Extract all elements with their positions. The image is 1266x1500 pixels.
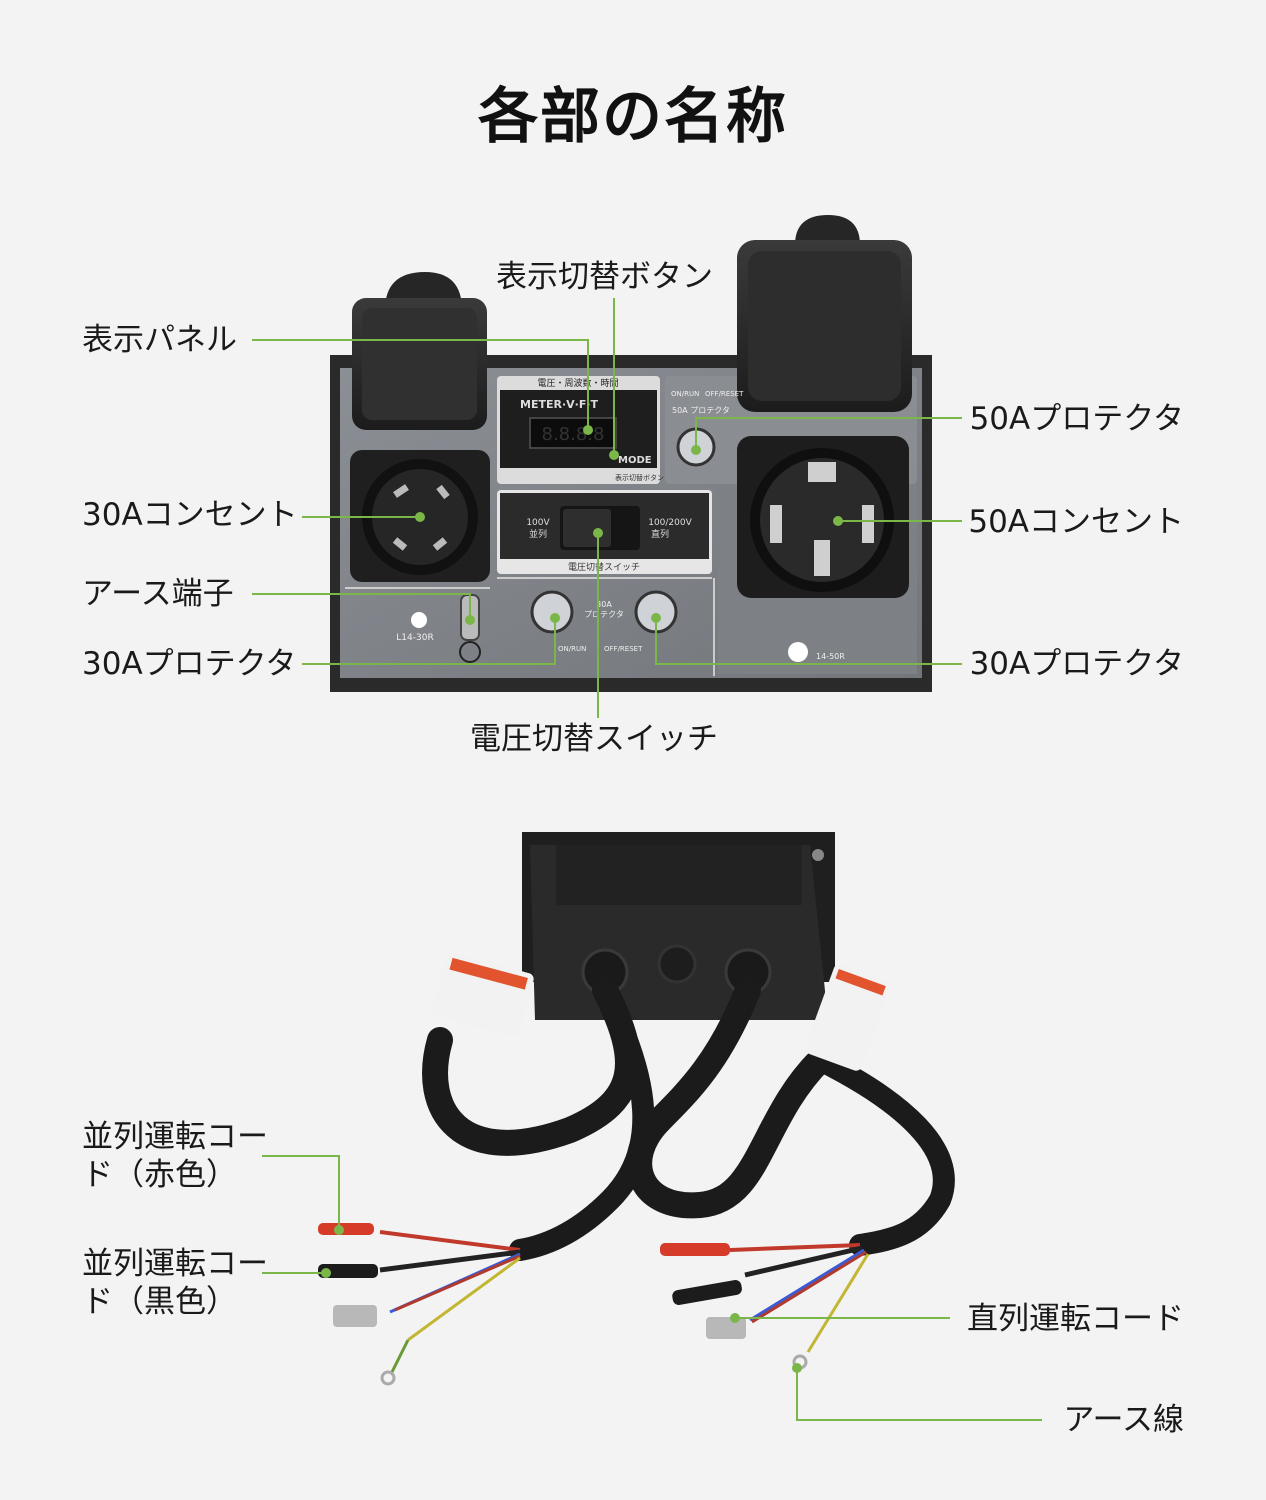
display-button-caption: 表示切替ボタン [615,473,664,482]
leader-lines [252,298,1042,1421]
l14-label: L14-30R [396,633,433,643]
p30-label-1: 30A [596,600,612,609]
protector-30a-knob-left [530,590,574,634]
page-title: 各部の名称 [478,82,788,152]
p30-label-2: プロテクタ [584,610,624,619]
display-screen [529,417,617,449]
label-protector-30a-right: 30Aプロテクタ [969,646,1184,682]
voltage-right-label: 100/200V [648,518,692,528]
p50-label: 50A プロテクタ [672,406,730,415]
leader-display-panel [252,339,589,430]
label-ground-wire: アース線 [1063,1402,1184,1438]
off-reset-label-top: OFF/RESET [705,390,744,398]
label-voltage-switch: 電圧切替スイッチ [470,721,718,757]
voltage-switch-caption: 電圧切替スイッチ [568,561,640,573]
leader-dots [321,425,843,1373]
label-display-switch-button: 表示切替ボタン [496,259,713,295]
label-display-panel: 表示パネル [82,322,237,358]
label-protector-30a-left: 30Aプロテクタ [82,646,297,682]
r1450-label: 14-50R [816,652,845,661]
leader-cord-red [262,1155,340,1230]
mode-label: MODE [618,455,652,466]
back-panel-illustration [318,832,955,1386]
voltage-left-sub: 並列 [529,528,547,540]
label-series-cord: 直列運転コード [967,1301,1184,1337]
label-parallel-cord-black: 並列運転コード（黒色） [82,1246,268,1320]
leader-ground [252,593,471,620]
on-run-label-bottom: ON/RUN [558,645,586,653]
meter-reading: 8.8.8.8 [542,424,605,445]
leader-protector-30a-left [302,618,556,665]
on-run-label-top: ON/RUN [671,390,699,398]
label-protector-50a: 50Aプロテクタ [969,401,1184,437]
label-outlet-30a: 30Aコンセント [82,497,298,533]
leader-protector-50a [695,417,962,450]
label-outlet-50a: 50Aコンセント [968,504,1184,540]
meter-brand: METER·V·F·T [520,398,599,411]
off-reset-label-bottom: OFF/RESET [604,645,643,653]
leader-ground-wire [796,1372,1042,1421]
voltage-right-sub: 直列 [651,528,669,540]
leader-protector-30a-right [655,618,962,665]
label-parallel-cord-red: 並列運転コード（赤色） [82,1119,268,1193]
meter-header: 電圧・周波数・時間 [537,377,618,389]
voltage-left-label: 100V [526,518,550,528]
label-ground-terminal: アース端子 [82,576,234,612]
